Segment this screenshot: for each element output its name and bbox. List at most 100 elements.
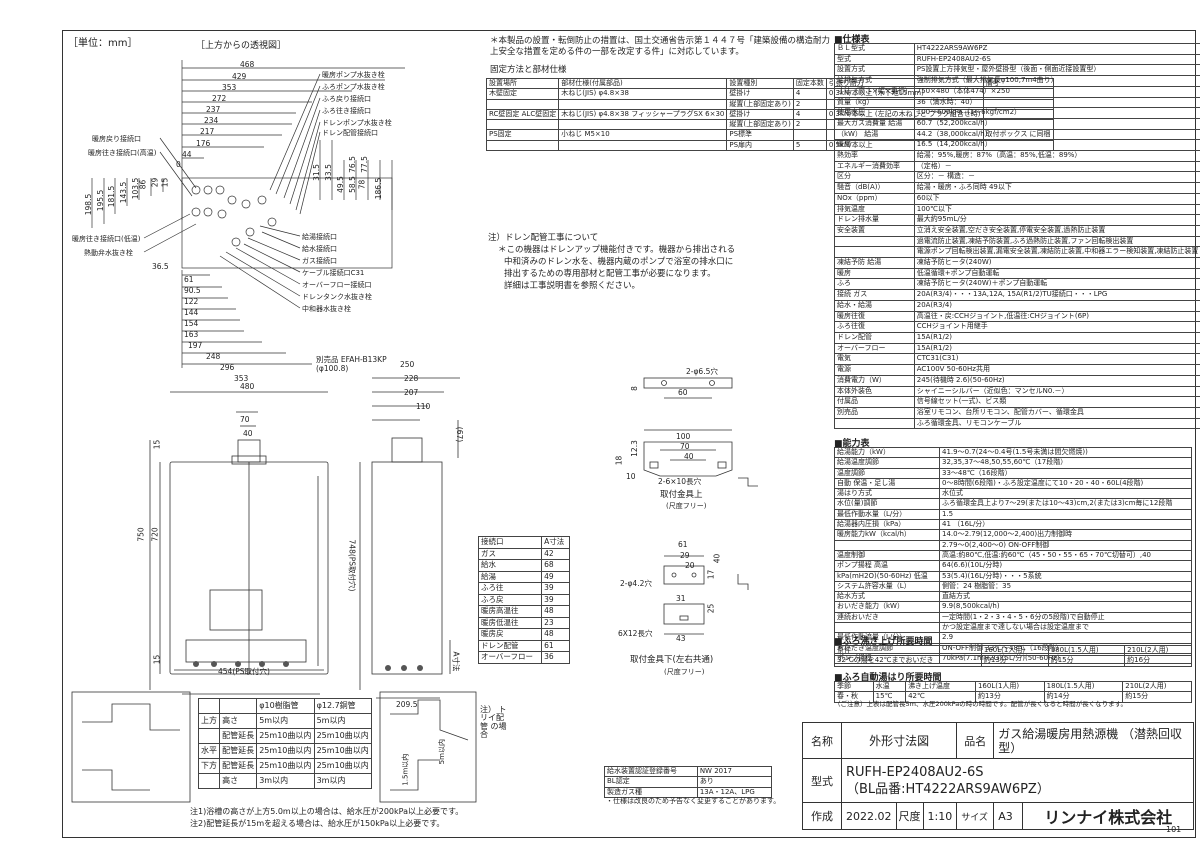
spec-table-row: 消費電力（W）245(待機時 2.6)(50-60Hz) (834, 374, 1200, 387)
pipe-table-cell: 上方 (197, 713, 221, 729)
pipe-table-cell: 25m10曲以内 (256, 743, 315, 759)
lb-20: 20 (685, 561, 695, 570)
tb-made-label: 作成 (802, 802, 842, 830)
lb-title: 取付金具下(左右共通) (630, 655, 714, 665)
notice-text: ＊本製品の設置・転倒防止の措置は、国土交通省告示第１４４７号「建築設備の構造耐力… (490, 36, 831, 57)
dim-234: 234 (204, 116, 219, 125)
front-dim-480: 480 (240, 382, 255, 391)
callout-cold-water: 給水接続口 (302, 245, 337, 253)
spec-table-cell: 安全装置 (834, 224, 915, 237)
furo-table-header-cell: 180L(1.5人用) (1047, 644, 1126, 657)
perf-table-cell (834, 539, 940, 551)
toy-h2: 5m以内 (437, 739, 446, 765)
spec-table-cell: ドレン配管 (834, 331, 915, 344)
furo-table-header-cell: 条件 (834, 644, 982, 657)
cert-note: ・仕様は改良のため予告なく変更することがあります。 (606, 797, 781, 805)
lb-hole: 2-φ4.2穴 (620, 579, 652, 588)
spec-table-cell: 給湯・暖房・ふろ同時 49以下 (913, 182, 1200, 194)
spec-table-row: 寸法（高さ×幅×奥行）750×480（本体474）×250 (834, 85, 1200, 98)
spec-table-row: 電源ポンプ回転検出装置,漏電安全装置,凍結防止装置,中和器エラー検知装置,凍結防… (834, 246, 1200, 259)
mount-title: 固定方法と部材仕様 (490, 65, 567, 75)
perf-table-cell: 連続おいだき (834, 611, 940, 624)
cert-table-cell: 13A・12A、LPG (696, 786, 773, 798)
drain-note-line2: 中和済みのドレン水を、機器内蔵のポンプで浴室の排水口に (504, 257, 734, 267)
spec-table-cell: 電源 (834, 364, 915, 376)
callout-bath-return: ふろ戻り接続口 (322, 95, 371, 103)
spec-table-row: 熱効率給湯：95%,暖房：87%（高温：85%,低温：89%） (834, 150, 1200, 162)
callout-heating-high: 暖房往き接続口(高温) (88, 149, 157, 157)
dim-217: 217 (200, 127, 215, 136)
a-table-cell: 暖房高温往 (477, 605, 543, 618)
spec-table-cell: 100〜600kPa（1〜6kgf/cm2） (913, 107, 1200, 119)
perf-table-cell: ふろ循環金具上より7〜29(または10〜43)cm,2(または3)cm毎に12段… (939, 498, 1192, 510)
a-table-cell: 39 (541, 593, 570, 606)
perf-table-cell: 水位式 (939, 488, 1192, 500)
spec-table-cell: 本体外装色 (834, 385, 915, 398)
spec-table-row: NOx（ppm）60以下 (834, 192, 1200, 205)
perf-table-row: 湯はり方式水位式 (834, 488, 1192, 500)
spec-table-cell: 設置方式 (834, 64, 915, 77)
furo-title: ■ふろ沸き上げ所要時間 (834, 637, 933, 647)
cert-table-cell: 給水装置認証登録番号 (604, 765, 698, 778)
pipe-table-cell: 25m10曲以内 (313, 743, 373, 759)
pipe-table-cell: 配管延長 (219, 743, 258, 759)
ub-70: 70 (680, 442, 690, 451)
spec-table-cell: RUFH-EP2408AU2-6S (913, 53, 1200, 66)
tb-name-label: 名称 (802, 722, 842, 759)
a-table-header-cell: 接続口 (477, 536, 543, 549)
spec-table-row: 騒音（dB(A)）給湯・暖房・ふろ同時 49以下 (834, 182, 1200, 194)
drain-note-line4: 詳細は工事説明書を参照ください。 (504, 281, 641, 291)
perf-table-cell: 32,35,37〜48,50,55,60℃（17段階） (939, 457, 1192, 469)
ub-10: 10 (626, 472, 636, 481)
spec-table-cell: 消費電力（W） (834, 374, 915, 387)
pipe-note-1: 注1)浴槽の高さが上方5.0m以上の場合は、給水圧が200kPa以上必要です。 (190, 807, 464, 816)
units-label: ［単位：mm］ (68, 38, 138, 49)
callout-drain-pump: ドレンポンプ水抜き栓 (322, 119, 392, 127)
perf-table-cell: 自動 保温・足し湯 (834, 477, 940, 490)
spec-table-cell: 給湯：95%,暖房：87%（高温：85%,低温：89%） (913, 150, 1200, 162)
spec-table-cell: AC100V 50-60Hz共用 (913, 364, 1200, 376)
dim-197: 197 (188, 341, 203, 350)
pipe-table-header-cell (197, 698, 221, 714)
spec-table-cell: ふろ往復 (834, 321, 915, 333)
spec-table-cell (834, 246, 915, 259)
spec-table-cell: 245(待機時 2.6)(50-60Hz) (913, 374, 1200, 387)
tb-company: リンナイ株式会社 (1022, 802, 1194, 830)
spec-table-row: 安全装置立消え安全装置,空だき安全装置,停電安全装置,過熱防止装置 (834, 224, 1200, 237)
spec-table-cell: 区分：－ 構造：－ (913, 171, 1200, 184)
spec-table-cell: 凍結予防ヒータ(240W)＋ポンプ自動運転 (913, 278, 1200, 291)
a-table-cell: 36 (541, 651, 570, 664)
perf-table-row: 連続おいだき一定時間(1・2・3・4・5・6分の5段階)で自動停止 (834, 611, 1192, 624)
page-number: 101 (1166, 825, 1182, 834)
spec-table-cell: シャイニーシルバー（近似色：マンセルN0.－） (913, 385, 1200, 398)
pipe-table-header-cell: φ10樹脂管 (256, 698, 315, 714)
lb-43: 43 (676, 634, 686, 643)
perf-table-cell: 暖房能力kW（kcal/h） (834, 529, 940, 541)
pipe-note-2: 注2)配管延長が15mを超える場合は、給水圧が150kPa以上必要です。 (190, 819, 445, 828)
callout-heating-low: 暖房往き接続口(低温) (72, 235, 141, 243)
pipe-table-cell (197, 728, 221, 744)
spec-table-cell: ふろ循環金具、リモコンケーブル (913, 417, 1200, 430)
perf-table-cell: 給水方式 (834, 591, 940, 603)
spec-table-cell: 15A(R1/2) (913, 331, 1200, 344)
perf-table-cell: 温度調節 (834, 467, 940, 479)
spec-table-cell: ＢＬ型式 (834, 43, 915, 55)
pipe-table-cell: 高さ (219, 713, 258, 729)
dim-90-5: 90.5 (184, 286, 201, 295)
spec-table-cell: （定格）－ (913, 160, 1200, 173)
dim-353: 353 (222, 83, 237, 92)
spec-table-cell: ふろ (834, 278, 915, 291)
perf-table-cell: 33〜48℃（16段階） (939, 467, 1192, 479)
